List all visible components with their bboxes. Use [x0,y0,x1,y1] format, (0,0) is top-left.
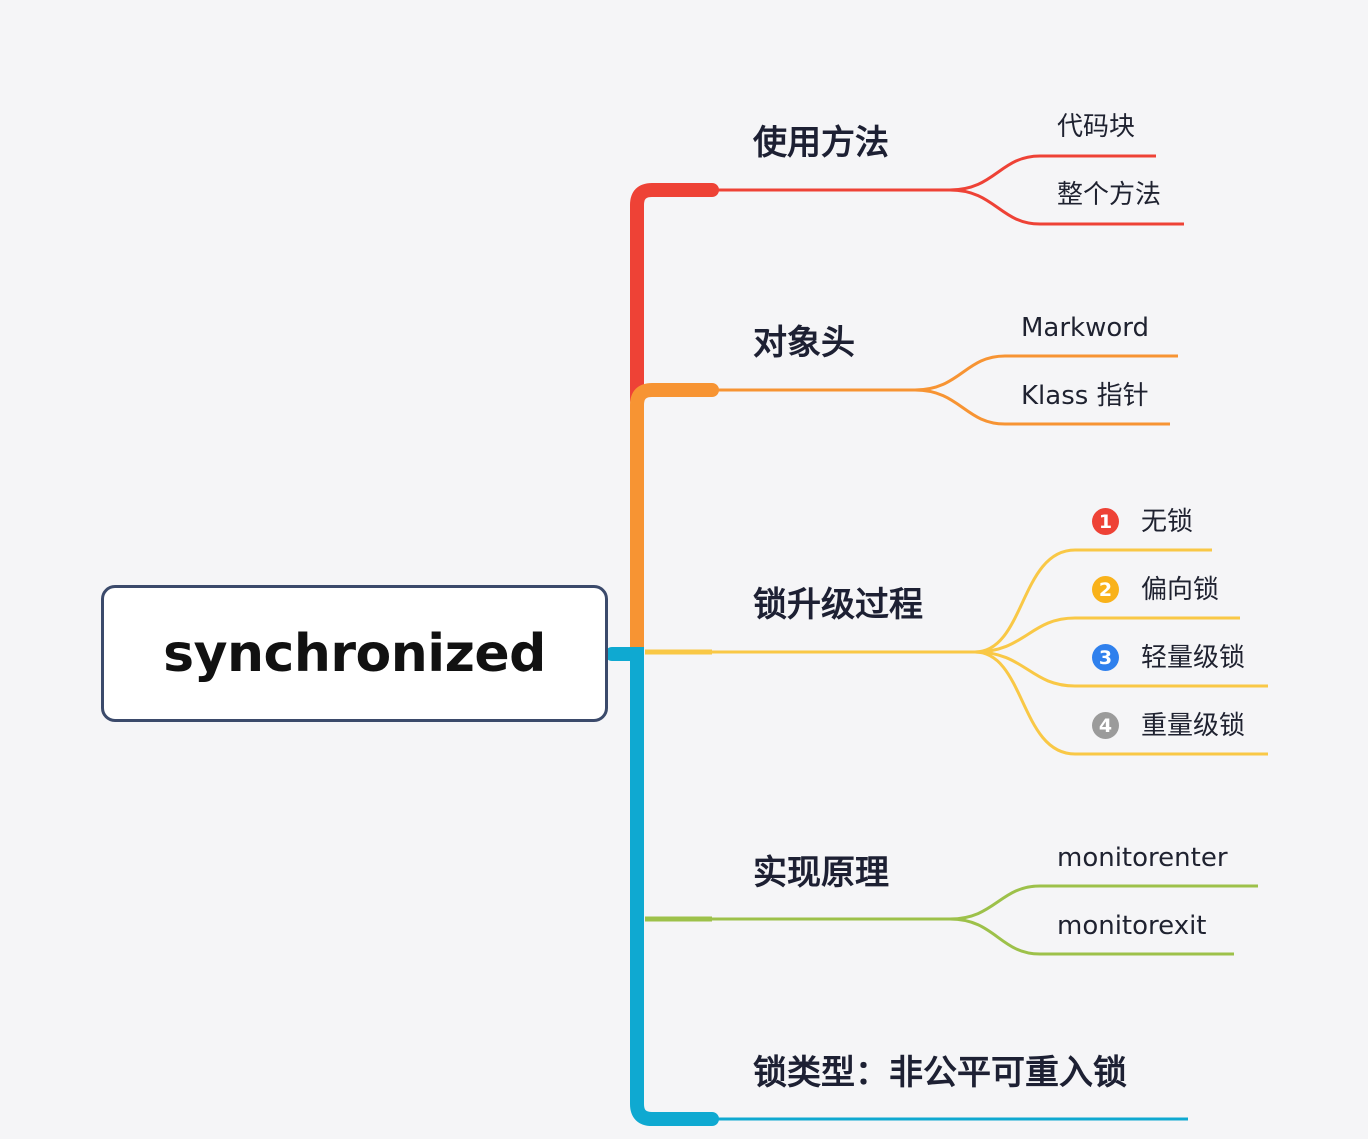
number-marker-2-icon: 2 [1092,576,1119,603]
branch-usage[interactable]: 使用方法 [753,123,889,163]
leaf-lightweight-lock[interactable]: 轻量级锁 [1141,643,1246,673]
number-marker-1-icon: 1 [1092,508,1119,535]
central-topic[interactable]: synchronized [101,585,608,722]
central-topic-label: synchronized [163,623,546,684]
leaf-monitorexit[interactable]: monitorexit [1057,911,1207,941]
number-marker-4-icon: 4 [1092,712,1119,739]
leaf-no-lock[interactable]: 无锁 [1141,507,1194,537]
branch-lock-upgrade[interactable]: 锁升级过程 [753,585,923,625]
branch-implementation[interactable]: 实现原理 [753,853,889,893]
leaf-line-klass [914,388,1170,426]
leaf-whole-method[interactable]: 整个方法 [1057,180,1162,210]
leaf-biased-lock[interactable]: 偏向锁 [1141,575,1220,605]
branch-lock-type[interactable]: 锁类型：非公平可重入锁 [753,1053,1127,1093]
leaf-line-heavyweight-lock [974,650,1268,756]
leaf-line-whole-method [949,188,1184,226]
trunk-orange [630,383,719,657]
leaf-monitorenter[interactable]: monitorenter [1057,843,1228,873]
trunk-blue [605,647,719,1126]
leaf-line-monitorexit [949,917,1234,956]
trunk-red [630,183,719,407]
leaf-code-block[interactable]: 代码块 [1057,112,1136,142]
leaf-line-lightweight-lock [974,650,1268,688]
leaf-klass-pointer[interactable]: Klass 指针 [1021,381,1149,411]
branch-object-header[interactable]: 对象头 [753,323,855,363]
leaf-line-biased-lock [974,616,1240,654]
leaf-line-markword [914,354,1178,392]
leaf-line-no-lock [974,548,1212,654]
leaf-markword[interactable]: Markword [1021,313,1150,343]
leaf-line-monitorenter [949,884,1258,921]
leaf-line-code-block [949,154,1156,192]
number-marker-3-icon: 3 [1092,644,1119,671]
leaf-heavyweight-lock[interactable]: 重量级锁 [1141,711,1246,741]
